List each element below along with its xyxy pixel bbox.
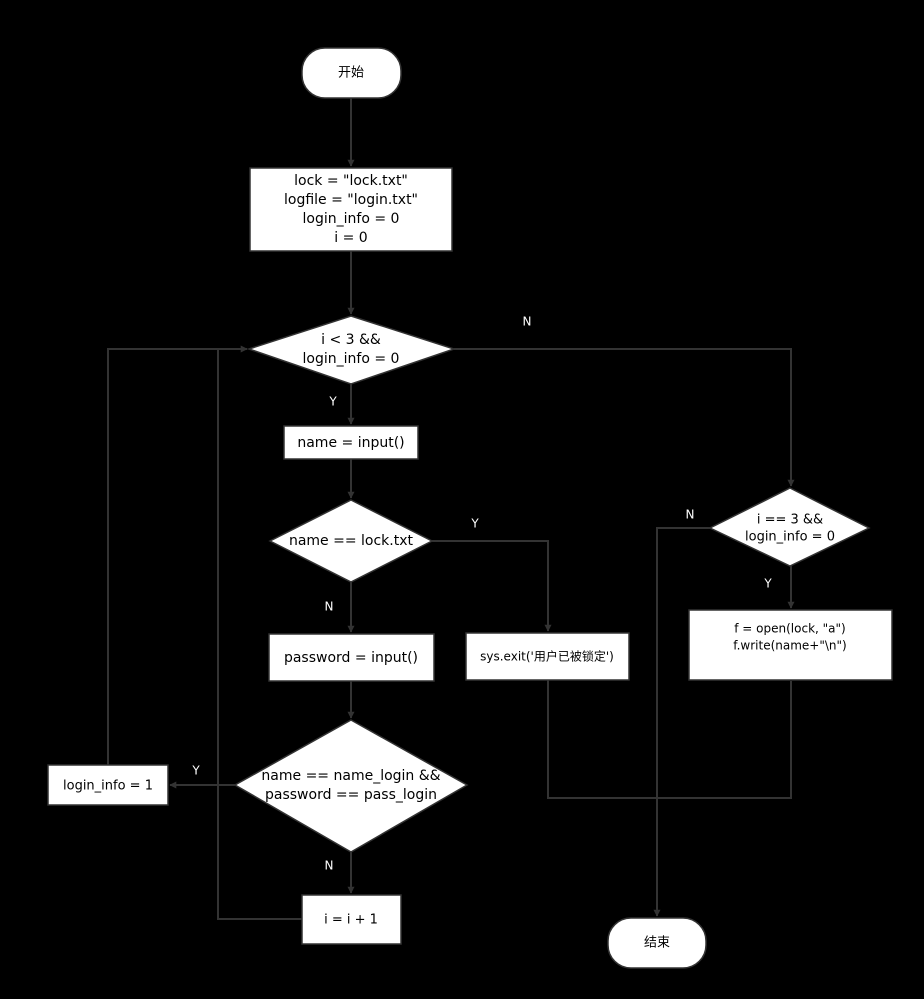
label-lock-cond-yes: Y: [763, 577, 772, 591]
login-check-decision: name == name_login && password == pass_l…: [233, 719, 469, 853]
edge-lock-check-yes-to-exit: [432, 540, 552, 632]
increment-process: i = i + 1: [301, 894, 402, 945]
write-lock-line: f.write(name+"\n"): [733, 639, 846, 653]
end-terminal: 结束: [607, 917, 707, 969]
edge-exit-and-write-merge: [547, 680, 792, 799]
input-password-label: password = input(): [284, 650, 418, 666]
init-line: logfile = "login.txt": [284, 192, 418, 208]
edge-lock-cond-no-to-end: [653, 527, 710, 917]
loop-cond-line: i < 3 &&: [321, 332, 381, 348]
label-login-check-yes: Y: [191, 764, 200, 778]
exit-label: sys.exit('用户已被锁定'): [480, 649, 614, 664]
input-password-process: password = input(): [268, 633, 435, 682]
init-line: login_info = 0: [303, 211, 400, 227]
exit-process: sys.exit('用户已被锁定'): [465, 632, 630, 681]
edge-labels: Y N Y N Y N N Y: [191, 315, 772, 873]
loop-cond-line: login_info = 0: [303, 351, 400, 367]
init-line: i = 0: [334, 230, 367, 246]
label-login-check-no: N: [325, 859, 334, 873]
loop-condition-decision: i < 3 && login_info = 0: [246, 315, 457, 385]
end-label: 结束: [644, 936, 670, 951]
start-terminal: 开始: [301, 47, 402, 99]
label-lock-cond-no: N: [686, 508, 695, 522]
label-loop-no: N: [523, 315, 532, 329]
lock-cond-line: login_info = 0: [745, 530, 835, 545]
lock-condition-decision: i == 3 && login_info = 0: [708, 487, 871, 567]
label-lock-check-no: N: [325, 600, 334, 614]
input-name-label: name = input(): [297, 435, 404, 451]
write-lock-process: f = open(lock, "a") f.write(name+"\n"): [688, 609, 893, 681]
lock-check-label: name == lock.txt: [289, 533, 414, 549]
label-lock-check-yes: Y: [470, 517, 479, 531]
write-lock-line: f = open(lock, "a"): [734, 622, 845, 636]
lock-cond-line: i == 3 &&: [757, 513, 823, 528]
edges: [107, 98, 795, 920]
input-name-process: name = input(): [283, 425, 419, 460]
login-check-line: name == name_login &&: [261, 768, 440, 784]
label-loop-yes: Y: [328, 395, 337, 409]
set-login-info-label: login_info = 1: [63, 779, 153, 794]
edge-set-info-back-to-loop: [107, 345, 248, 765]
lock-check-decision: name == lock.txt: [268, 499, 434, 583]
init-line: lock = "lock.txt": [294, 173, 408, 189]
set-login-info-process: login_info = 1: [47, 764, 169, 806]
init-process: lock = "lock.txt" logfile = "login.txt" …: [249, 167, 453, 252]
increment-label: i = i + 1: [324, 913, 378, 928]
edge-increment-back-to-loop: [217, 349, 302, 920]
start-label: 开始: [338, 66, 364, 81]
login-check-line: password == pass_login: [265, 787, 437, 803]
edge-loop-no-to-lock-cond: [454, 348, 795, 487]
